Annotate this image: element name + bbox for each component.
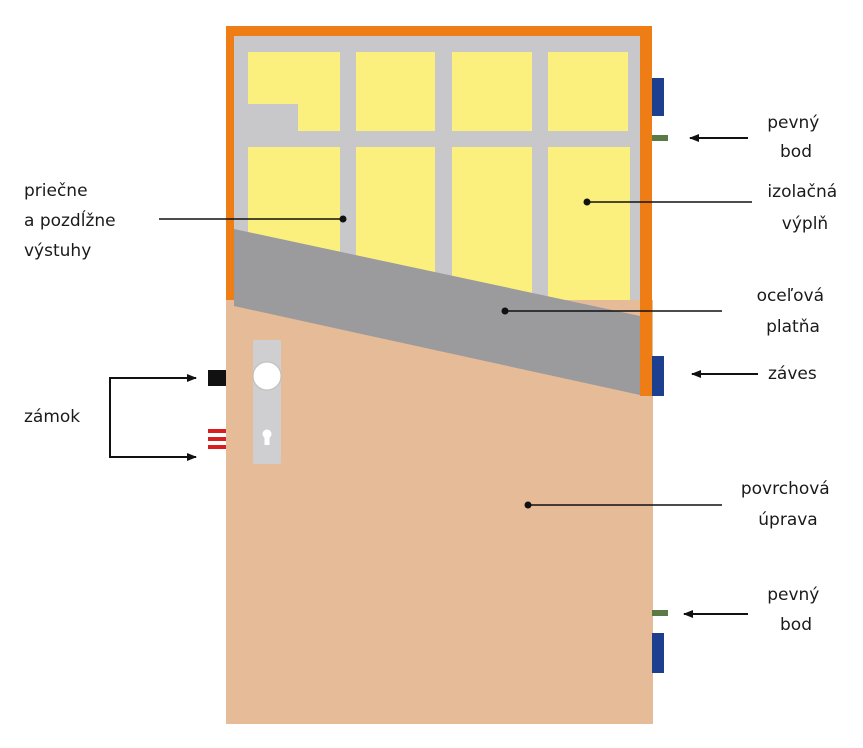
frame-right-edge — [640, 26, 652, 396]
leader-lines — [159, 198, 752, 509]
hinge-middle — [652, 356, 664, 396]
keyhole-icon — [262, 429, 272, 445]
label-fixed-point-bottom: pevný bod — [767, 585, 825, 635]
label-hinge: záves — [768, 364, 817, 384]
leader-dot — [339, 215, 347, 223]
label-fixed-point-top: pevný bod — [767, 113, 825, 162]
insulation-cell — [356, 52, 435, 131]
steel-sheet — [234, 229, 640, 395]
insulation-cells — [248, 52, 630, 306]
lock-bracket — [109, 377, 189, 458]
label-surface: povrchová úprava — [741, 479, 835, 530]
label-steel-sheet: oceľová platňa — [757, 286, 830, 337]
label-stiffeners: priečne a pozdĺžne výstuhy — [24, 181, 121, 261]
insulation-cell — [548, 52, 628, 131]
fixed-point-top — [652, 135, 668, 141]
label-lock: zámok — [24, 407, 80, 427]
handle-plate — [253, 340, 281, 464]
insulation-cell — [452, 52, 532, 131]
lock-bolt-red — [208, 429, 226, 449]
hinge-top — [652, 78, 664, 116]
leader-dot — [524, 501, 532, 509]
leader-dot — [501, 307, 509, 315]
fixed-point-bottom — [652, 610, 668, 616]
leader-dot — [583, 198, 591, 206]
lock-bolt-black — [208, 370, 226, 386]
door-knob — [252, 361, 282, 391]
insulation-cell — [548, 147, 630, 306]
label-insulation: izolačná výplň — [767, 182, 842, 234]
arrows — [109, 134, 758, 618]
hinge-bottom — [652, 633, 664, 673]
insulation-cell — [248, 52, 340, 131]
